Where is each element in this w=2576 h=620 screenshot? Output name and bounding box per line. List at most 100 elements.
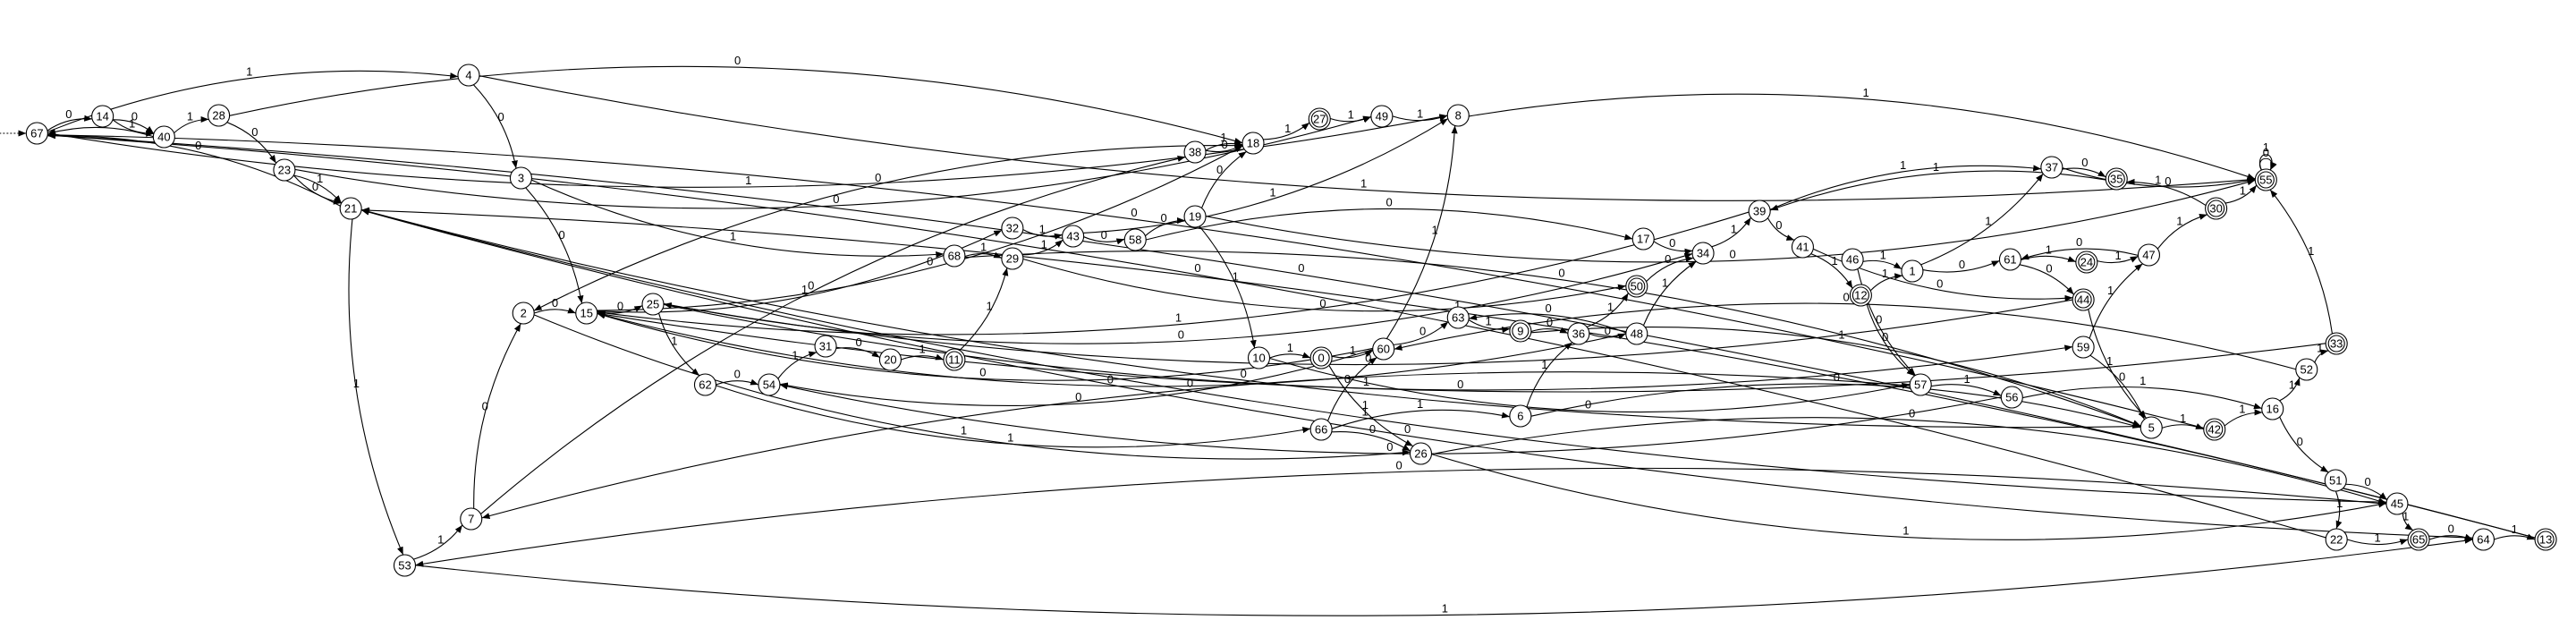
- transition-label-14-40-1: 1: [129, 117, 135, 131]
- state-label: 30: [2209, 202, 2222, 216]
- state-label: 19: [1189, 210, 1201, 224]
- transition-label-57-56-72: 1: [1963, 372, 1970, 386]
- transition-12-57-69: [1866, 303, 1915, 377]
- transition-label-18-27-115: 1: [1284, 122, 1291, 135]
- transition-20-11-34: [901, 353, 945, 361]
- transition-label-8-55-119: 1: [1862, 86, 1868, 99]
- state-circle: [693, 373, 717, 396]
- transition-label-37-35-76: 0: [2081, 156, 2088, 169]
- state-label: 38: [1189, 146, 1201, 159]
- state-circle: [509, 166, 532, 190]
- accepting-ring: [1312, 349, 1330, 367]
- state-32: 32: [1001, 217, 1024, 240]
- transition-label-3-68-12: 1: [730, 230, 736, 243]
- transition-label-28-23-5: 0: [251, 125, 258, 139]
- transition-label-45-53-105: 0: [1395, 459, 1402, 472]
- transition-label-5-21-93: 0: [1241, 367, 1247, 380]
- state-3: 3: [509, 166, 532, 190]
- state-circle: [2324, 469, 2347, 492]
- transition-label-59-5-91: 0: [2119, 369, 2125, 383]
- transition-45-65-104: [2402, 513, 2414, 531]
- transition-label-6-5-49: 0: [1834, 370, 1840, 384]
- transition-label-61-44-84: 0: [2046, 262, 2052, 276]
- transition-label-46-57-67: 0: [1876, 313, 1882, 327]
- state-57: 57: [1909, 373, 1932, 396]
- transition-43-58-121: [1083, 236, 1125, 245]
- transition-50-34-58: [1646, 256, 1694, 283]
- transition-label-21-45-18: 1: [1361, 404, 1368, 418]
- state-47: 47: [2137, 243, 2160, 267]
- state-49: 49: [1370, 105, 1394, 128]
- state-label: 28: [212, 109, 225, 123]
- transition-label-59-47-90: 1: [2107, 284, 2114, 297]
- transition-label-26-45-47: 0: [1909, 407, 1915, 420]
- transition-1-37-71: [1920, 173, 2044, 266]
- state-circle: [152, 125, 175, 149]
- transition-68-5-131: [964, 251, 2141, 427]
- state-label: 9: [1517, 325, 1523, 338]
- state-40: 40: [152, 125, 175, 149]
- accepting-ring: [2327, 335, 2345, 352]
- accepting-ring: [2206, 420, 2224, 438]
- transition-65-64-108: [2428, 533, 2473, 540]
- state-label: 32: [1006, 222, 1019, 235]
- state-label: 50: [1631, 280, 1643, 293]
- state-63: 63: [1446, 306, 1470, 329]
- state-label: 67: [30, 127, 43, 140]
- state-circle: [1909, 373, 1932, 396]
- transition-label-56-16-74: 1: [2140, 374, 2146, 387]
- state-64: 64: [2471, 528, 2496, 551]
- transition-label-62-54-31: 0: [734, 368, 741, 381]
- transition-47-61-87: [2021, 248, 2139, 260]
- state-circle: [1901, 259, 1924, 283]
- transition-43-8-122: [1083, 118, 1449, 234]
- transition-60-63-39: [1393, 321, 1449, 345]
- transition-label-16-51-97: 0: [2297, 435, 2303, 448]
- state-label: 1: [1909, 265, 1915, 278]
- transition-label-42-67-95: 0: [1131, 206, 1137, 219]
- transition-label-15-25-25: 0: [617, 299, 623, 312]
- state-circle: [1001, 247, 1024, 270]
- state-34: 34: [1691, 242, 1715, 265]
- transition-51-45-102: [2345, 483, 2388, 501]
- transition-3-68-12: [531, 179, 945, 258]
- transition-label-66-6-133: 1: [1417, 397, 1423, 411]
- transition-42-16-94: [2224, 409, 2263, 427]
- transition-7-38-22: [480, 155, 1186, 514]
- transition-label-25-62-28: 1: [671, 335, 677, 348]
- transition-label-66-60-43: 0: [1344, 372, 1351, 386]
- transition-label-39-15-63: 1: [1175, 311, 1182, 325]
- state-label: 63: [1452, 311, 1464, 325]
- transition-label-17-34-59: 0: [1669, 236, 1675, 250]
- transition-66-6-133: [1331, 409, 1511, 429]
- state-label: 60: [1377, 343, 1389, 356]
- transition-4-3-9: [472, 84, 518, 169]
- transition-label-4-3-9: 0: [497, 110, 504, 123]
- transition-27-49-117: [1330, 116, 1372, 123]
- accepting-ring: [1512, 322, 1530, 340]
- state-circle: [1791, 235, 1814, 259]
- transition-21-53-17: [348, 218, 404, 556]
- transition-label-19-55-126: 0: [1729, 247, 1735, 260]
- state-label: 10: [1252, 352, 1265, 365]
- transition-38-18-113: [1205, 140, 1243, 151]
- state-60: 60: [1372, 337, 1395, 361]
- state-circle: [457, 64, 480, 87]
- state-circle: [2295, 358, 2318, 381]
- transition-label-9-5-52: 1: [1838, 328, 1844, 342]
- transition-label-54-31-32: 1: [792, 349, 798, 362]
- state-42: 42: [2203, 418, 2226, 441]
- state-label: 62: [699, 378, 711, 392]
- state-circle: [943, 244, 966, 268]
- transition-13-67-111: [47, 132, 2536, 539]
- state-54: 54: [758, 373, 781, 396]
- transition-11-29-35: [959, 268, 1009, 351]
- state-label: 17: [1637, 233, 1649, 246]
- state-circle: [460, 507, 483, 531]
- transition-44-25-89: [663, 299, 2073, 366]
- transition-9-5-52: [1530, 327, 2141, 427]
- state-9: 9: [1509, 319, 1532, 343]
- state-label: 36: [1572, 327, 1585, 341]
- transition-51-22-103: [2334, 490, 2343, 530]
- transition-3-15-11: [525, 187, 584, 304]
